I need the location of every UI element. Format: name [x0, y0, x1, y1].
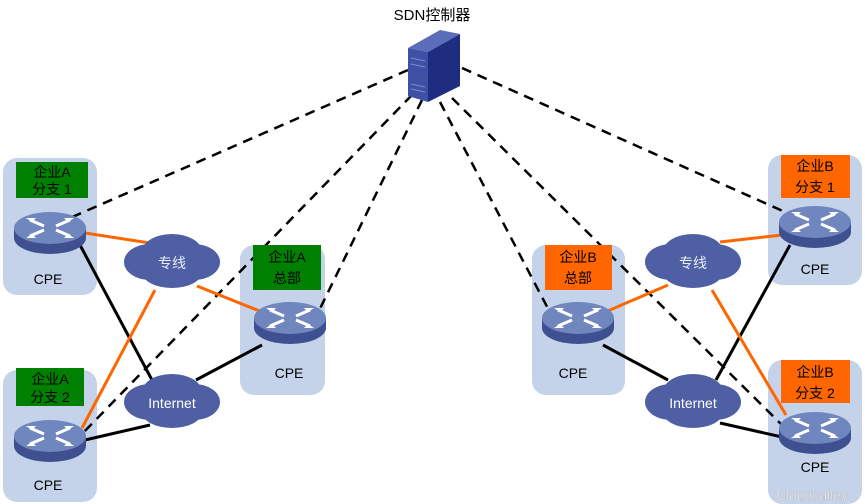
device-label: CPE: [559, 365, 588, 381]
leased-link-a-branch-2: [80, 289, 157, 429]
router-icon-a-branch-1[interactable]: [12, 210, 88, 256]
label-b-hq: 企业B 总部 CPE: [545, 245, 612, 381]
server-icon[interactable]: [408, 30, 460, 102]
internet-link-a-branch-2: [84, 423, 151, 442]
device-label: CPE: [801, 261, 830, 277]
control-link-a-branch-2: [79, 94, 413, 437]
site-title: 企业B: [796, 158, 833, 174]
site-title: 企业A: [33, 164, 71, 180]
internet-link-a-hq: [195, 343, 263, 382]
cloud-label: 专线: [158, 255, 186, 271]
cloud-b-leased: 专线: [645, 234, 741, 288]
site-subtitle: 分支 1: [32, 181, 72, 197]
device-label: CPE: [34, 477, 63, 493]
internet-link-b-hq: [602, 343, 669, 382]
leased-link-b-hq: [602, 283, 669, 315]
internet-link-b-branch-1: [714, 244, 792, 381]
site-subtitle: 总部: [564, 270, 592, 286]
cloud-label: Internet: [669, 395, 717, 411]
router-icon-a-branch-2[interactable]: [12, 418, 88, 464]
cloud-b-internet: Internet: [645, 374, 741, 428]
site-subtitle: 总部: [273, 270, 301, 286]
device-label: CPE: [275, 365, 304, 381]
router-icon-b-hq[interactable]: [540, 300, 616, 346]
router-icon-b-branch-1[interactable]: [777, 204, 853, 250]
site-title: 企业A: [268, 249, 306, 265]
cloud-a-leased: 专线: [124, 234, 220, 288]
device-label: CPE: [34, 271, 63, 287]
router-icon-a-hq[interactable]: [252, 300, 328, 346]
control-link-a-branch-1: [69, 68, 409, 220]
site-subtitle: 分支 2: [30, 389, 70, 405]
site-subtitle: 分支 1: [795, 179, 835, 195]
leased-link-a-hq: [196, 284, 263, 314]
cloud-a-internet: Internet: [124, 374, 220, 428]
control-link-b-hq: [438, 101, 557, 323]
leased-link-a-branch-1: [84, 231, 151, 245]
site-title: 企业B: [559, 249, 596, 265]
leased-link-b-branch-2: [710, 289, 788, 416]
label-a-hq: 企业A 总部 CPE: [253, 245, 321, 381]
control-link-b-branch-1: [461, 66, 786, 214]
site-title: 企业A: [31, 371, 69, 387]
internet-link-a-branch-1: [78, 244, 154, 381]
control-links: [69, 66, 786, 437]
cloud-label: 专线: [679, 255, 707, 271]
internet-link-b-branch-2: [719, 421, 783, 439]
leased-link-b-branch-1: [719, 233, 783, 244]
cloud-label: Internet: [148, 395, 196, 411]
device-label: CPE: [801, 459, 830, 475]
label-b-branch-1: 企业B 分支 1 CPE: [781, 155, 850, 277]
data-links: [78, 231, 792, 442]
label-a-branch-1: 企业A 分支 1 CPE: [16, 162, 88, 287]
site-subtitle: 分支 2: [795, 385, 835, 401]
label-b-branch-2: 企业B 分支 2 CPE: [781, 360, 850, 475]
watermark: Cloudvalley: [776, 487, 848, 503]
controller-label: SDN控制器: [394, 7, 471, 24]
site-title: 企业B: [796, 364, 833, 380]
control-link-a-hq: [310, 99, 424, 326]
router-icon-b-branch-2[interactable]: [777, 410, 853, 456]
label-a-branch-2: 企业A 分支 2 CPE: [16, 368, 84, 493]
